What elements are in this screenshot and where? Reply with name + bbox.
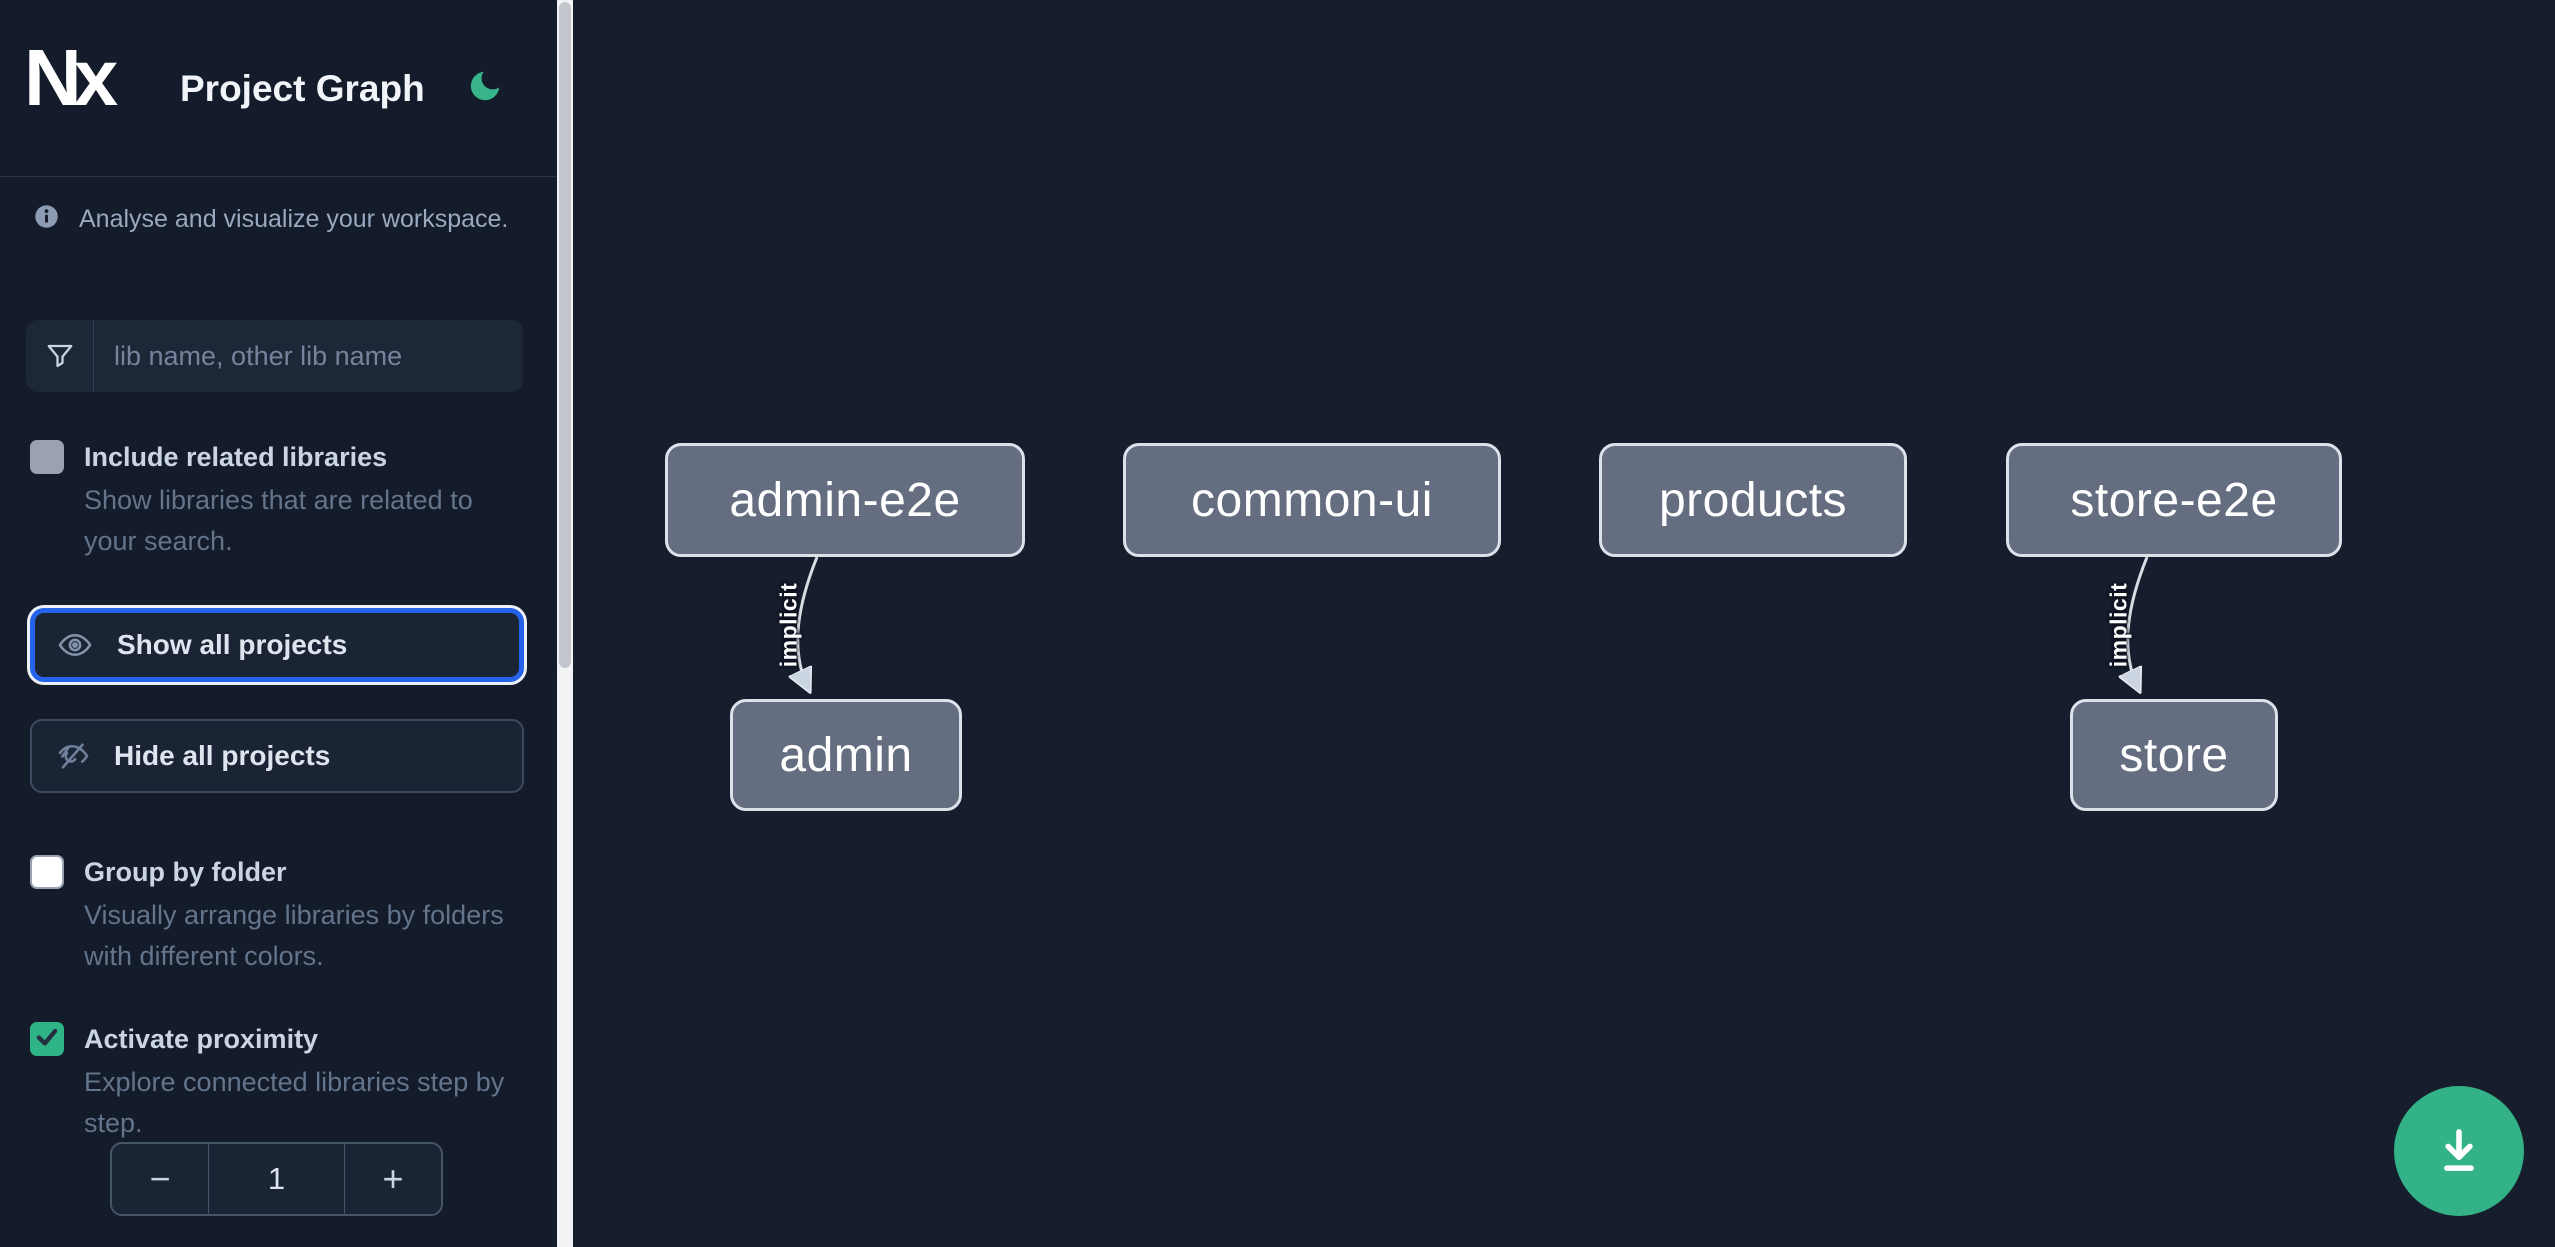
download-image-button[interactable] — [2394, 1086, 2524, 1216]
group-by-folder-checkbox[interactable] — [30, 855, 64, 889]
stepper-decrement-button[interactable]: − — [112, 1144, 208, 1214]
search-input[interactable] — [94, 320, 523, 392]
intro-row: Analyse and visualize your workspace. — [33, 203, 508, 235]
stepper-value[interactable]: 1 — [208, 1144, 345, 1214]
graph-edges — [573, 556, 2149, 1247]
group-by-folder-option: Group by folder Visually arrange librari… — [30, 853, 514, 977]
graph-node-common-ui[interactable]: common-ui — [1123, 443, 1501, 557]
download-icon — [2430, 1121, 2488, 1182]
activate-proximity-checkbox[interactable] — [30, 1022, 64, 1056]
hide-all-projects-button[interactable]: Hide all projects — [30, 719, 524, 793]
include-related-label: Include related libraries — [84, 442, 388, 472]
graph-node-store[interactable]: store — [2070, 699, 2278, 811]
sidebar-scrollbar-track[interactable] — [557, 0, 573, 1247]
graph-canvas[interactable]: implicit implicit admin-e2e common-ui pr… — [573, 0, 2555, 1247]
eye-off-icon — [54, 738, 90, 774]
edge-admin-e2e-to-admin — [798, 556, 819, 688]
eye-icon — [57, 627, 93, 663]
page-title: Project Graph — [180, 68, 425, 109]
show-all-projects-label: Show all projects — [117, 629, 348, 660]
moon-icon — [466, 71, 504, 108]
graph-node-store-e2e[interactable]: store-e2e — [2006, 443, 2342, 557]
graph-node-products[interactable]: products — [1599, 443, 1907, 557]
edge-store-e2e-to-store — [2128, 556, 2149, 688]
graph-node-admin-e2e[interactable]: admin-e2e — [665, 443, 1025, 557]
edge-label-implicit: implicit — [775, 582, 802, 668]
group-by-folder-description: Visually arrange libraries by folders wi… — [84, 900, 504, 971]
activate-proximity-label: Activate proximity — [84, 1024, 319, 1054]
show-all-projects-button[interactable]: Show all projects — [30, 608, 524, 682]
search-bar — [26, 320, 523, 392]
stepper-increment-button[interactable]: + — [345, 1144, 441, 1214]
edge-label-implicit: implicit — [2105, 582, 2132, 668]
check-icon — [34, 1024, 60, 1055]
info-icon — [33, 203, 60, 235]
proximity-depth-stepper: − 1 + — [110, 1142, 443, 1216]
group-by-folder-label: Group by folder — [84, 857, 287, 887]
activate-proximity-option: Activate proximity Explore connected lib… — [30, 1020, 514, 1144]
hide-all-projects-label: Hide all projects — [114, 740, 331, 771]
sidebar-header: Nx Project Graph — [0, 0, 557, 177]
include-related-checkbox[interactable] — [30, 440, 64, 474]
nx-logo: Nx — [24, 33, 118, 122]
filter-funnel-icon — [26, 320, 94, 392]
sidebar-scrollbar-thumb[interactable] — [559, 2, 571, 668]
include-related-description: Show libraries that are related to your … — [84, 485, 473, 556]
include-related-option: Include related libraries Show libraries… — [30, 438, 514, 562]
graph-node-admin[interactable]: admin — [730, 699, 962, 811]
intro-text: Analyse and visualize your workspace. — [79, 204, 509, 233]
sidebar: Nx Project Graph Analyse and visualize y… — [0, 0, 557, 1247]
theme-toggle-button[interactable] — [464, 66, 506, 108]
activate-proximity-description: Explore connected libraries step by step… — [84, 1067, 505, 1138]
